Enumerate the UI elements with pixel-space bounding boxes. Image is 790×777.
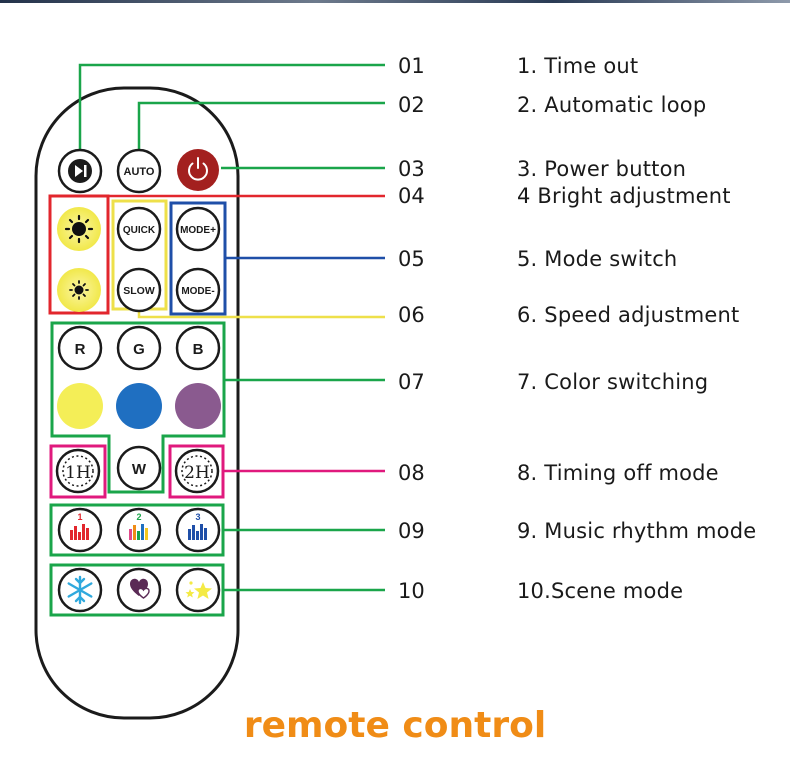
- callout-label-automatic-loop: 2. Automatic loop: [517, 93, 707, 117]
- brightness-up-button[interactable]: [57, 207, 101, 251]
- auto-button[interactable]: AUTO: [116, 148, 162, 194]
- power-button[interactable]: [177, 149, 219, 191]
- blue-color-button[interactable]: [116, 383, 162, 429]
- sun-icon: [69, 280, 89, 300]
- hearts-icon: [130, 578, 150, 599]
- quick-label: QUICK: [123, 225, 156, 236]
- quick-button[interactable]: QUICK: [116, 206, 162, 252]
- time-out-button[interactable]: [57, 148, 103, 194]
- callout-number-01: 01: [398, 54, 425, 78]
- music-3-button[interactable]: 3: [175, 507, 221, 553]
- music-1-label: 1: [77, 512, 82, 522]
- clock-icon: [62, 455, 94, 487]
- equalizer-icon: [70, 524, 89, 540]
- purple-color-button[interactable]: [175, 383, 221, 429]
- music-2-label: 2: [136, 512, 141, 522]
- music-3-label: 3: [195, 512, 200, 522]
- callout-number-06: 06: [398, 303, 425, 327]
- snowflake-icon: [67, 575, 93, 605]
- timer-2h-button[interactable]: 2H: [174, 448, 220, 494]
- timer-2h-label: 2H: [184, 463, 210, 483]
- scene-3-button[interactable]: [175, 567, 221, 613]
- brightness-down-button[interactable]: [57, 268, 101, 312]
- mode-plus-label: MODE+: [180, 225, 216, 236]
- play-pause-icon: [75, 165, 87, 177]
- white-button[interactable]: W: [116, 445, 162, 491]
- green-label: G: [133, 341, 145, 358]
- callout-label-music-rhythm-mode: 9. Music rhythm mode: [517, 519, 757, 543]
- blue-label: B: [193, 341, 204, 358]
- callout-label-bright-adjustment: 4 Bright adjustment: [517, 184, 731, 208]
- callout-label-power-button: 3. Power button: [517, 157, 687, 181]
- mode-minus-label: MODE-: [181, 286, 214, 297]
- scene-1-button[interactable]: [57, 567, 103, 613]
- group-box-color: [50, 321, 226, 494]
- slow-label: SLOW: [123, 285, 155, 297]
- timer-1h-label: 1H: [65, 463, 91, 483]
- callout-number-10: 10: [398, 579, 425, 603]
- group-box-timer-1h: [49, 444, 107, 499]
- mode-minus-button[interactable]: MODE-: [175, 267, 221, 313]
- mode-plus-button[interactable]: MODE+: [175, 206, 221, 252]
- stars-icon: [185, 581, 212, 599]
- green-button[interactable]: G: [116, 325, 162, 371]
- callout-number-05: 05: [398, 247, 425, 271]
- callout-label-scene-mode: 10.Scene mode: [517, 579, 684, 603]
- music-1-button[interactable]: 1: [57, 507, 103, 553]
- callout-label-timing-off-mode: 8. Timing off mode: [517, 461, 719, 485]
- equalizer-icon: [188, 524, 207, 540]
- power-icon: [188, 157, 208, 181]
- callout-number-08: 08: [398, 461, 425, 485]
- callout-number-02: 02: [398, 93, 425, 117]
- red-label: R: [75, 341, 86, 358]
- scene-2-button[interactable]: [116, 567, 162, 613]
- callout-label-color-switching: 7. Color switching: [517, 370, 709, 394]
- callout-label-mode-switch: 5. Mode switch: [517, 247, 678, 271]
- slow-button[interactable]: SLOW: [116, 267, 162, 313]
- top-border: [0, 0, 790, 3]
- music-2-button[interactable]: 2: [116, 507, 162, 553]
- red-button[interactable]: R: [57, 325, 103, 371]
- yellow-color-button[interactable]: [57, 383, 103, 429]
- page-title: remote control: [243, 705, 547, 746]
- blue-button[interactable]: B: [175, 325, 221, 371]
- equalizer-icon: [129, 524, 148, 540]
- timer-1h-button[interactable]: 1H: [55, 448, 101, 494]
- sun-icon: [64, 214, 94, 244]
- callout-number-09: 09: [398, 519, 425, 543]
- leader-line-02: [137, 101, 385, 150]
- white-label: W: [132, 461, 147, 478]
- callout-number-07: 07: [398, 370, 425, 394]
- auto-label: AUTO: [124, 166, 155, 178]
- callout-number-04: 04: [398, 184, 425, 208]
- callout-label-speed-adjustment: 6. Speed adjustment: [517, 303, 740, 327]
- leader-line-01: [78, 63, 385, 150]
- clock-icon: [181, 455, 213, 487]
- callout-number-03: 03: [398, 157, 425, 181]
- callout-label-time-out: 1. Time out: [517, 54, 639, 78]
